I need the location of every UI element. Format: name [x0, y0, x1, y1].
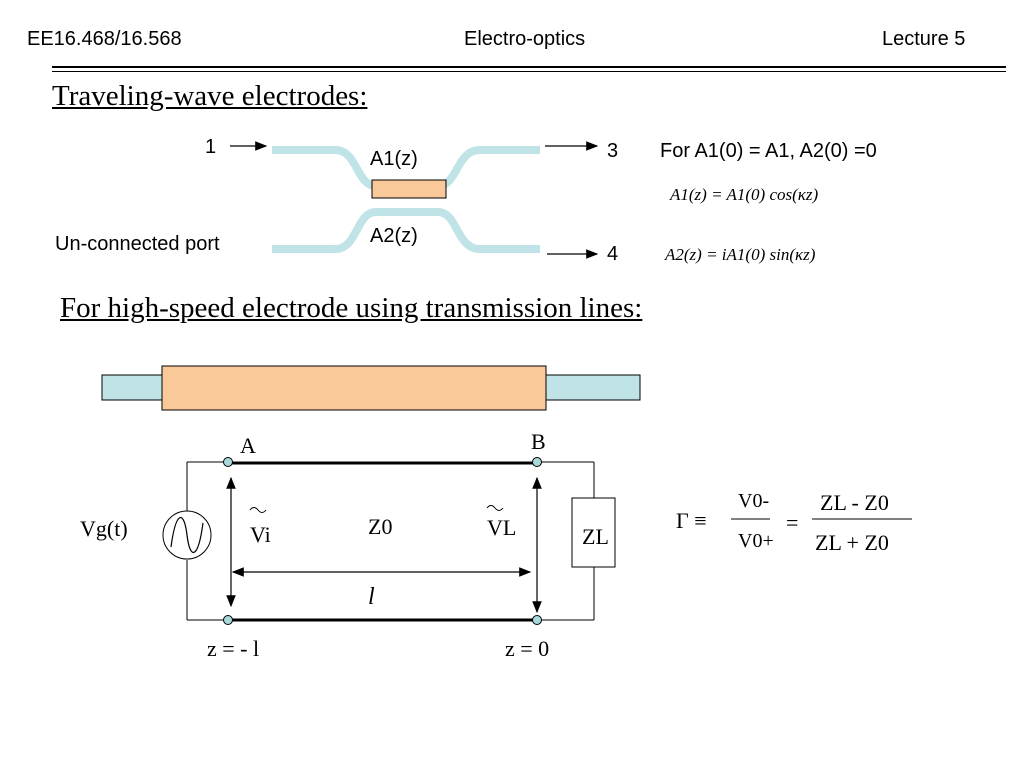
coupler-electrode [371, 179, 447, 199]
header-rule-bottom [52, 71, 1006, 72]
traveling-wave-heading: Traveling-wave electrodes: [52, 80, 368, 112]
vg-label: Vg(t) [80, 516, 128, 541]
node-a-bottom [223, 615, 233, 625]
header-rule-top [52, 66, 1006, 68]
sine-wave-icon [170, 516, 204, 554]
v0-minus: V0- [738, 490, 770, 512]
node-a [223, 457, 233, 467]
vi-tilde [249, 507, 267, 513]
z-minus-l-label: z = - l [207, 636, 260, 661]
port-3-label: 3 [607, 140, 619, 162]
a2z-label: A2(z) [370, 225, 418, 247]
slide-title: Electro-optics [464, 28, 586, 50]
vl-label: VL [487, 515, 517, 540]
port-4-label: 4 [607, 243, 619, 265]
node-b-bottom [532, 615, 542, 625]
course-code: EE16.468/16.568 [27, 28, 182, 50]
port-1-label: 1 [205, 136, 217, 158]
equation-a2: A2(z) = iA1(0) sin(κz) [665, 245, 816, 264]
vl-tilde [486, 505, 504, 511]
high-speed-heading: For high-speed electrode using transmiss… [60, 292, 643, 324]
load-impedance [571, 497, 616, 568]
node-b [532, 457, 542, 467]
node-a-label: A [240, 433, 256, 458]
initial-condition: For A1(0) = A1, A2(0) =0 [660, 140, 877, 162]
equation-a1: A1(z) = A1(0) cos(κz) [670, 185, 819, 204]
zl-label: ZL [582, 524, 609, 549]
node-b-label: B [531, 429, 546, 454]
unconnected-port-label: Un-connected port [55, 233, 220, 255]
z-zero-label: z = 0 [505, 636, 550, 661]
tl-electrode [161, 365, 547, 411]
vi-label: Vi [250, 522, 271, 547]
z0-label: Z0 [368, 514, 393, 539]
gamma-symbol: Γ ≡ [676, 508, 707, 533]
lecture-number: Lecture 5 [882, 28, 966, 50]
zl-minus-z0: ZL - Z0 [820, 490, 889, 515]
equals-sign: = [786, 510, 799, 535]
zl-plus-z0: ZL + Z0 [815, 530, 889, 555]
a1z-label: A1(z) [370, 148, 418, 170]
length-label: l [368, 584, 375, 610]
v0-plus: V0+ [738, 530, 774, 552]
